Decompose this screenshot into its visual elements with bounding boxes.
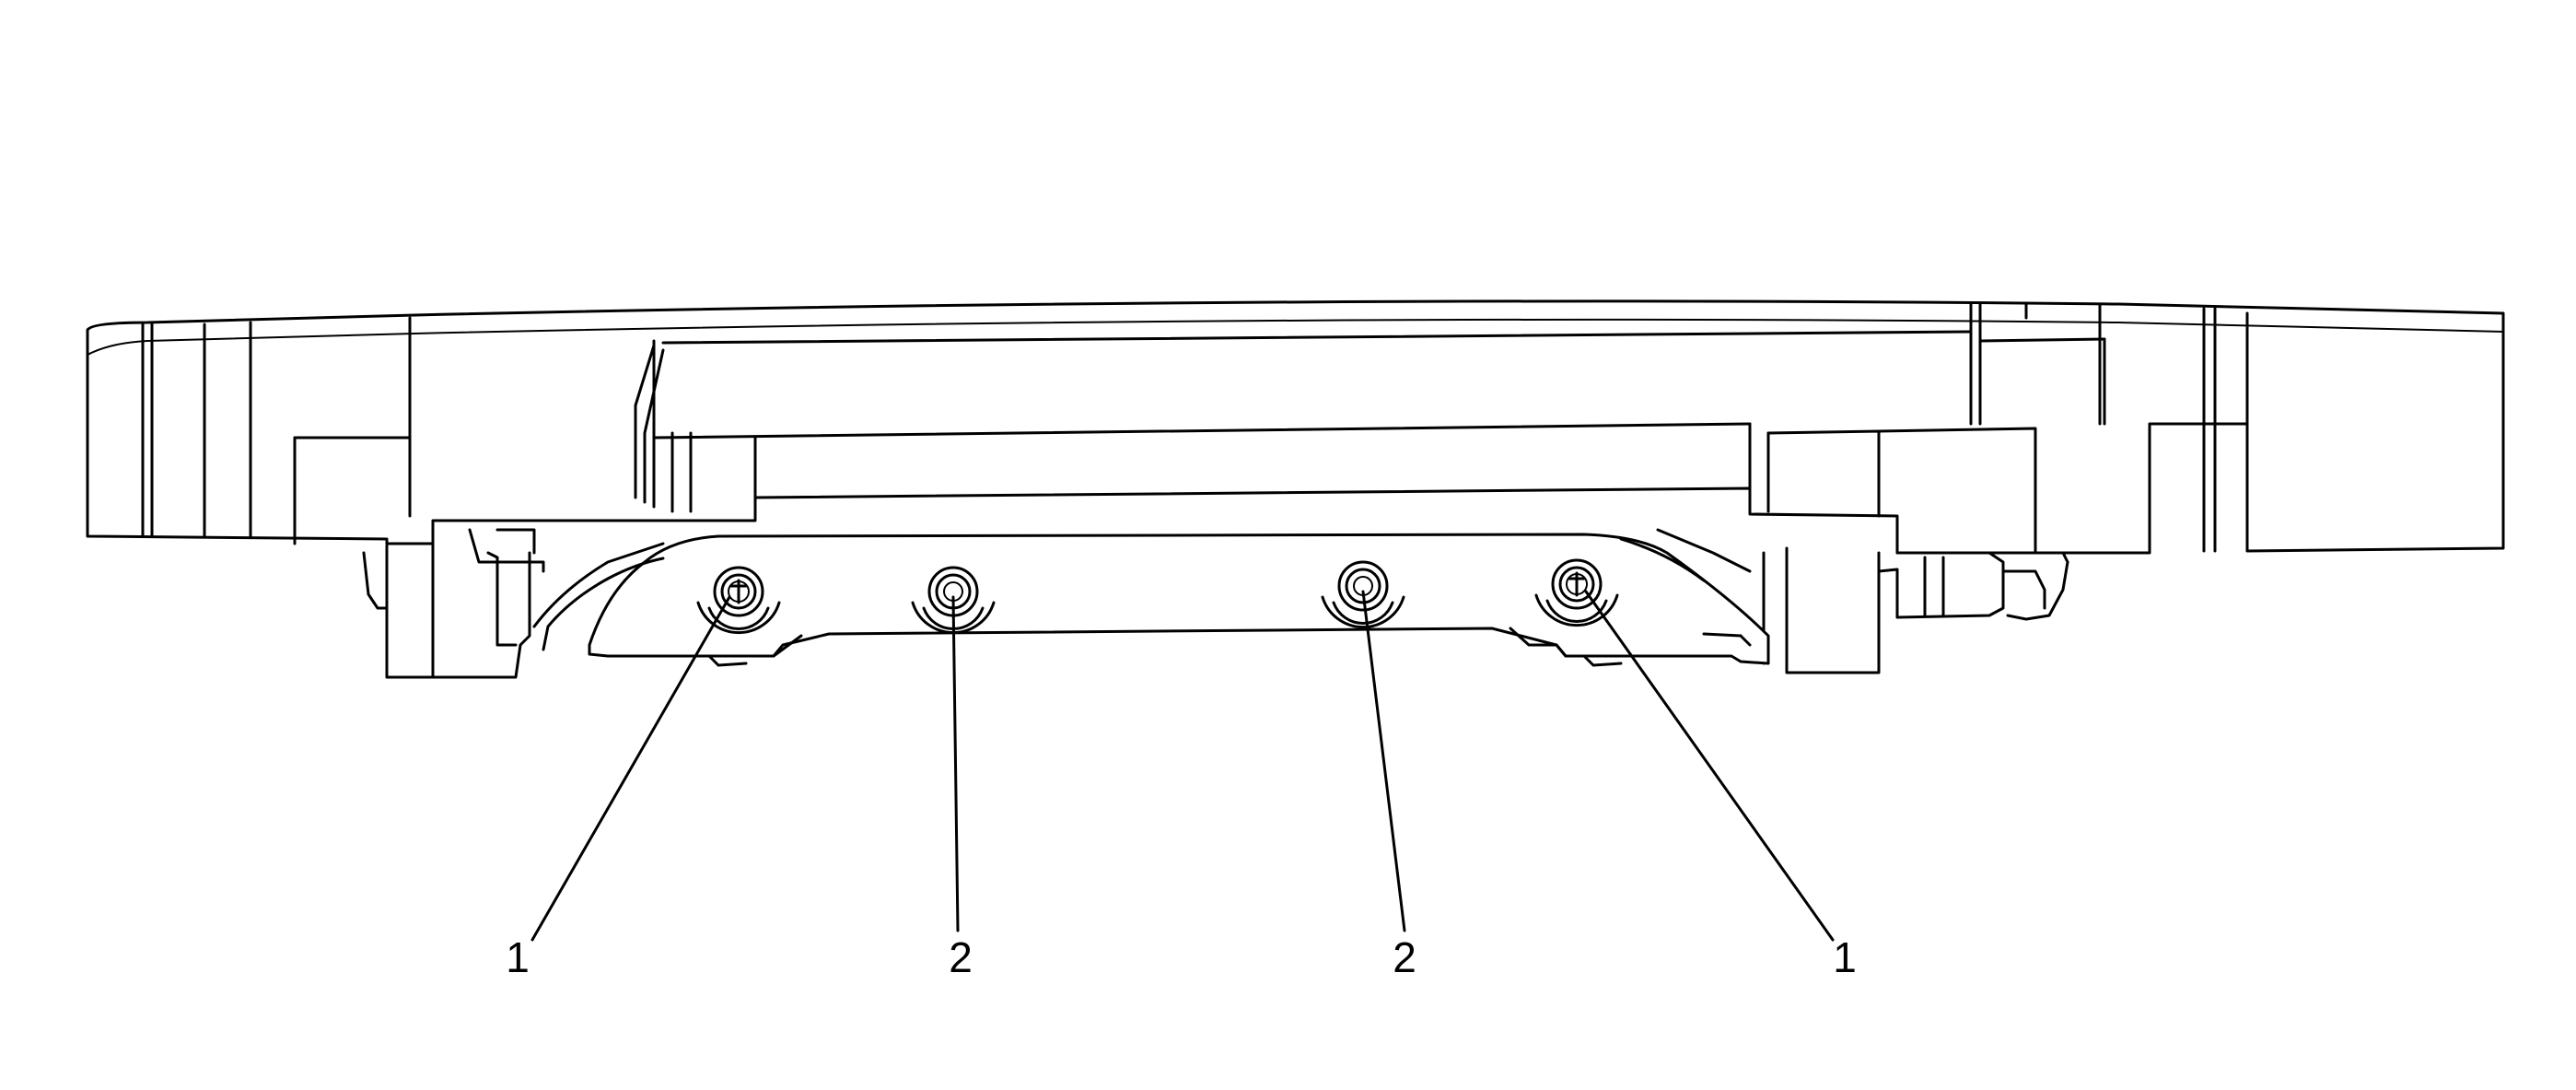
upper-housing	[86, 299, 2505, 555]
callout-2-left: 2	[949, 933, 973, 981]
left-lower-bracket	[362, 528, 545, 679]
callout-2-right: 2	[1393, 933, 1416, 981]
fastener-2-right	[1321, 560, 1405, 628]
mounting-bracket	[532, 528, 1770, 667]
leader-line-2-right	[1361, 590, 1406, 932]
callout-1-right: 1	[1833, 933, 1857, 981]
right-lower-bracket	[1762, 546, 2069, 674]
leader-line-2-left	[951, 595, 960, 932]
leader-line-1-left	[530, 595, 731, 942]
leader-line-1-right	[1584, 590, 1835, 942]
callout-1-left: 1	[506, 933, 530, 981]
